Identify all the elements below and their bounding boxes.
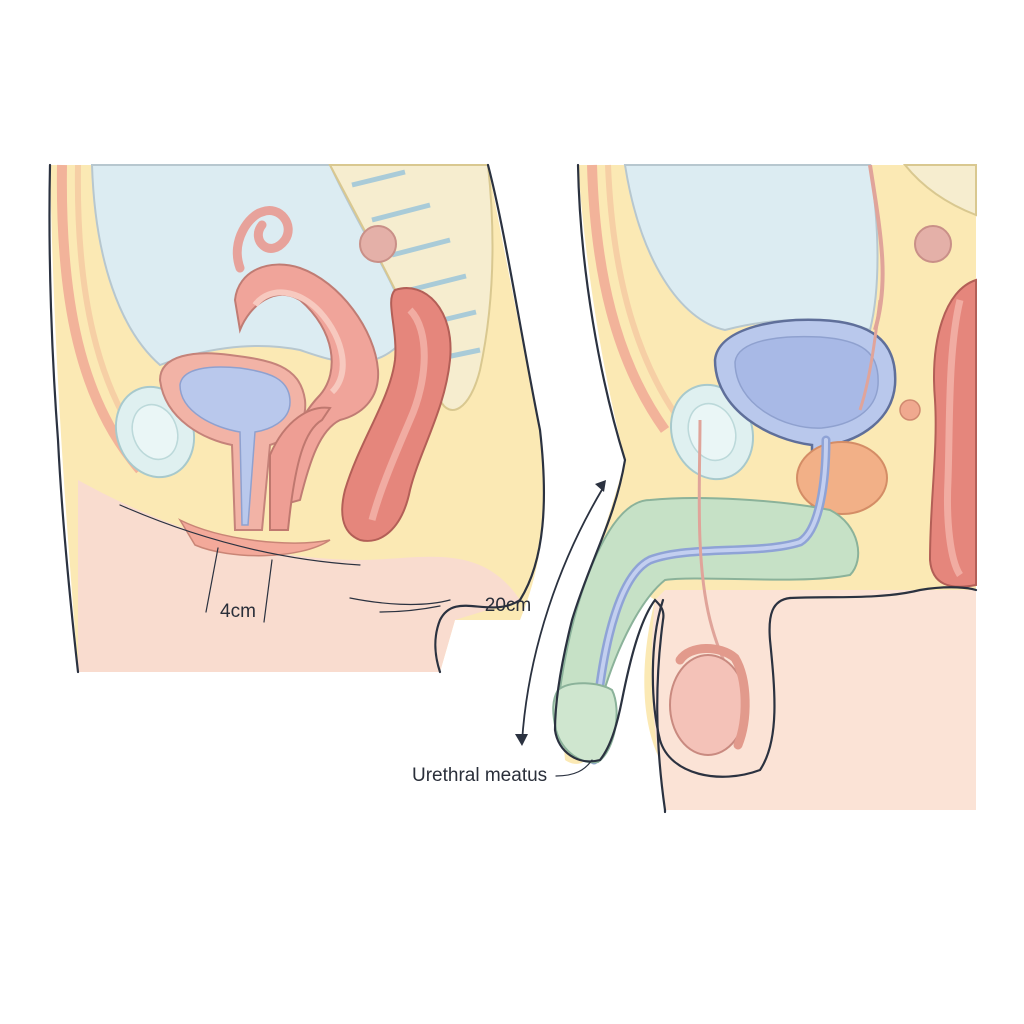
uterus	[233, 263, 380, 507]
seminal-vesicle	[914, 225, 952, 263]
male-body-outline-front	[553, 163, 667, 812]
male-bladder	[734, 335, 879, 429]
female-perineum	[178, 518, 331, 557]
female-body-outline-front	[48, 163, 80, 674]
male-sacrum	[902, 164, 977, 217]
vagina	[269, 406, 332, 531]
female-ovary	[359, 225, 397, 263]
female-bladder	[179, 366, 291, 526]
male-abdominal-wall	[587, 164, 670, 433]
scrotum-outline	[651, 596, 792, 778]
fallopian-tube	[232, 206, 293, 273]
female-pelvis-section: 4cm	[48, 163, 546, 674]
urethral-meatus-label: Urethral meatus	[412, 765, 547, 786]
male-body-outline-back	[788, 586, 978, 600]
female-urethra-measure-right	[263, 559, 273, 623]
female-urethra-measure-left	[205, 547, 219, 613]
male-urethra-length-label: 20cm	[485, 595, 531, 616]
arrowhead-down	[515, 734, 528, 746]
arrowhead-up	[595, 480, 606, 492]
female-skin-region	[78, 480, 520, 672]
male-skin-region	[651, 590, 976, 810]
female-body-outline-back	[434, 163, 546, 674]
male-rectum	[928, 278, 977, 588]
glans	[552, 682, 618, 764]
testis	[669, 654, 747, 756]
epididymis	[675, 644, 750, 750]
male-pelvis-section: 20cm Urethral meatus	[412, 163, 978, 814]
prostate	[796, 441, 888, 515]
female-urethra-length-label: 4cm	[220, 601, 256, 622]
urethral-meatus-leader	[555, 759, 593, 777]
male-urethra-measure-arrow	[521, 487, 604, 743]
